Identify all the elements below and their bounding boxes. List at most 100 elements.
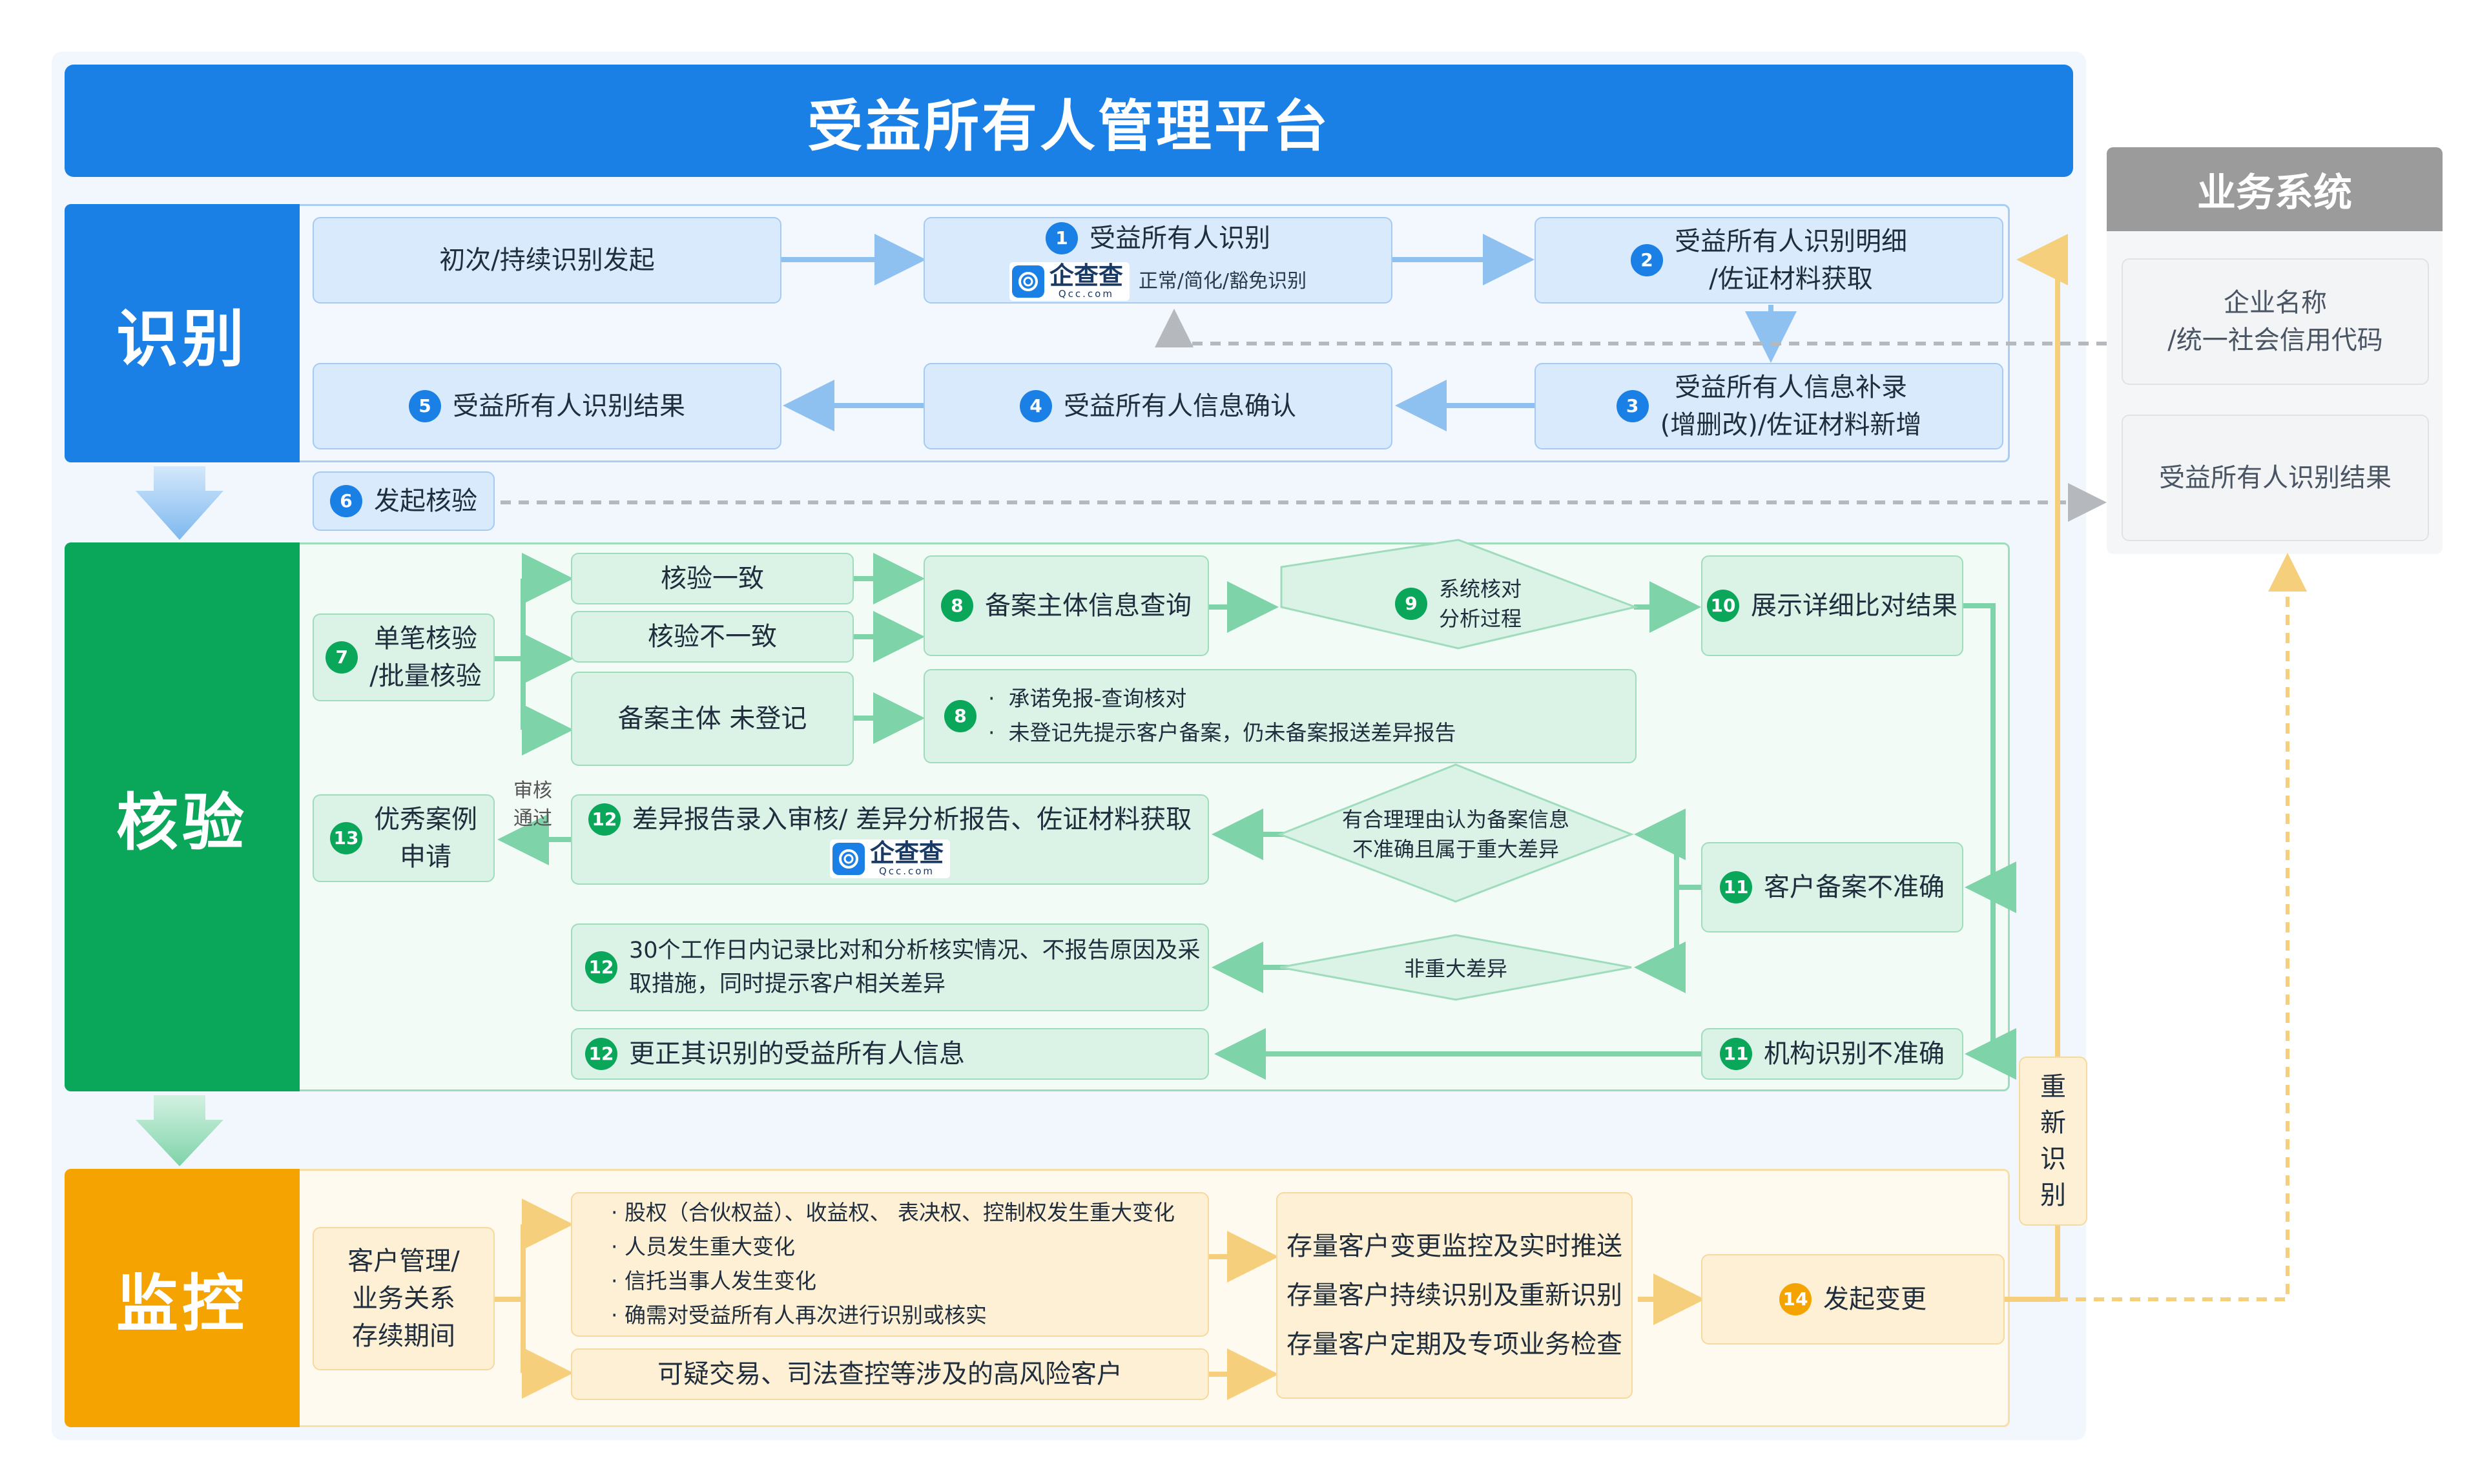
qcc-logo-group: 企查查 Qcc.com 正常/简化/豁免识别	[1009, 262, 1307, 301]
difference-report-label: 差异报告录入审核/ 差异分析报告、佐证材料获取	[632, 805, 1192, 835]
start-verification-box[interactable]: 6 发起核验	[313, 471, 495, 531]
business-identify-result-box: 受益所有人识别结果	[2122, 415, 2429, 541]
section-arrow-verify-to-monitor	[136, 1095, 223, 1166]
identify-step1-label: 受益所有人识别	[1090, 223, 1270, 254]
change-item-3: · 信托当事人发生变化	[611, 1268, 816, 1293]
system-check-line1: 系统核对	[1438, 576, 1522, 601]
re-identify-char-3: 识	[2040, 1144, 2066, 1174]
filing-query-label: 备案主体信息查询	[985, 591, 1192, 621]
business-system-title: 业务系统	[2107, 147, 2443, 231]
qcc-brand-en: Qcc.com	[1058, 288, 1114, 300]
verify-mismatch-box[interactable]: 核验不一致	[571, 611, 854, 663]
decision-diamond-major-difference	[1277, 763, 1635, 903]
single-verify-line2: /批量核验	[369, 661, 482, 691]
thirty-day-line2: 取措施，同时提示客户相关差异	[629, 971, 946, 997]
step-badge-14: 14	[1779, 1283, 1812, 1315]
correct-owner-info-label: 更正其识别的受益所有人信息	[629, 1039, 965, 1069]
re-identify-char-1: 重	[2040, 1072, 2066, 1102]
system-check-diamond-text: 9 系统核对 分析过程	[1281, 562, 1635, 646]
verify-match-box[interactable]: 核验一致	[571, 553, 854, 604]
thirty-day-line1: 30个工作日内记录比对和分析核实情况、不报告原因及采	[629, 937, 1201, 964]
stock-action-2: 存量客户持续识别及重新识别	[1286, 1281, 1622, 1310]
major-difference-diamond-text: 有合理理由认为备案信息 不准确且属于重大差异	[1305, 794, 1607, 874]
step-badge-7: 7	[326, 641, 358, 674]
excellent-case-box[interactable]: 13 优秀案例 申请	[313, 794, 495, 882]
business-company-line2: /统一社会信用代码	[2167, 325, 2383, 355]
exemption-note-2: · 未登记先提示客户备案，仍未备案报送差异报告	[988, 720, 1456, 745]
stock-client-actions-box[interactable]: 存量客户变更监控及实时推送 存量客户持续识别及重新识别 存量客户定期及专项业务检…	[1276, 1192, 1633, 1399]
show-comparison-box[interactable]: 10 展示详细比对结果	[1701, 555, 1963, 656]
client-management-box[interactable]: 客户管理/ 业务关系 存续期间	[313, 1227, 495, 1370]
client-management-line1: 客户管理/	[347, 1246, 460, 1276]
major-change-list-box[interactable]: · 股权（合伙权益）、收益权、 表决权、控制权发生重大变化 · 人员发生重大变化…	[571, 1192, 1209, 1337]
correct-owner-info-box[interactable]: 12 更正其识别的受益所有人信息	[571, 1028, 1209, 1080]
initiate-change-label: 发起变更	[1823, 1284, 1927, 1314]
qcc-brand-cn: 企查查	[1049, 262, 1123, 291]
exemption-notes-box[interactable]: 8 · 承诺免报-查询核对 · 未登记先提示客户备案，仍未备案报送差异报告	[924, 669, 1637, 763]
client-management-line3: 存续期间	[352, 1321, 455, 1351]
step-badge-13: 13	[330, 822, 362, 854]
identify-step3-line2: (增删改)/佐证材料新增	[1660, 410, 1922, 440]
business-company-id-box: 企业名称 /统一社会信用代码	[2122, 258, 2429, 385]
step-badge-8b: 8	[944, 700, 976, 732]
section-label-monitor: 监控	[65, 1169, 300, 1427]
identify-step3-box[interactable]: 3 受益所有人信息补录 (增删改)/佐证材料新增	[1534, 363, 2003, 449]
excellent-case-line2: 申请	[400, 842, 451, 872]
section-label-identify: 识别	[65, 204, 300, 462]
step-badge-12b: 12	[585, 951, 617, 984]
change-item-1: · 股权（合伙权益）、收益权、 表决权、控制权发生重大变化	[611, 1200, 1175, 1226]
identify-step4-box[interactable]: 4 受益所有人信息确认	[924, 363, 1392, 449]
step-badge-6: 6	[330, 485, 362, 517]
customer-filing-inaccurate-box[interactable]: 11 客户备案不准确	[1701, 842, 1963, 933]
approved-label: 审核 通过	[504, 772, 562, 837]
qcc-logo-icon-2	[832, 842, 865, 875]
step-badge-2: 2	[1631, 244, 1663, 276]
step-badge-4: 4	[1020, 390, 1052, 422]
single-batch-verify-box[interactable]: 7 单笔核验 /批量核验	[313, 613, 495, 701]
qcc-brand-en-2: Qcc.com	[878, 865, 935, 878]
section-label-verify: 核验	[65, 542, 300, 1091]
qcc-brand-cn-2: 企查查	[869, 839, 944, 868]
decision-diamond-system-check	[1280, 539, 1639, 650]
high-risk-client-box[interactable]: 可疑交易、司法查控等涉及的高风险客户	[571, 1348, 1209, 1400]
excellent-case-line1: 优秀案例	[374, 805, 477, 834]
re-identify-box[interactable]: 重 新 识 别	[2019, 1056, 2087, 1226]
show-comparison-label: 展示详细比对结果	[1751, 591, 1958, 621]
re-identify-char-4: 别	[2040, 1180, 2066, 1210]
identify-start-box[interactable]: 初次/持续识别发起	[313, 217, 781, 304]
step-badge-1: 1	[1046, 222, 1078, 255]
qcc-logo-icon	[1011, 265, 1044, 298]
qcc-logo-group-2: 企查查 Qcc.com	[829, 839, 950, 878]
step-badge-10: 10	[1707, 590, 1739, 622]
step-badge-11a: 11	[1720, 871, 1752, 903]
customer-filing-inaccurate-label: 客户备案不准确	[1764, 872, 1945, 902]
identify-step2-line2: /佐证材料获取	[1709, 264, 1873, 294]
step-badge-11b: 11	[1720, 1038, 1752, 1070]
section-arrow-identify-to-verify	[136, 466, 223, 540]
business-company-line1: 企业名称	[2224, 288, 2327, 318]
difference-report-box[interactable]: 12 差异报告录入审核/ 差异分析报告、佐证材料获取 企查查 Qcc.com	[571, 794, 1209, 885]
identify-mode-tag: 正常/简化/豁免识别	[1138, 270, 1307, 293]
exemption-note-1: · 承诺免报-查询核对	[988, 686, 1187, 712]
initiate-change-box[interactable]: 14 发起变更	[1701, 1254, 2005, 1345]
page-title: 受益所有人管理平台	[65, 65, 2073, 177]
unregistered-entity-box[interactable]: 备案主体 未登记	[571, 672, 854, 766]
thirty-day-record-box[interactable]: 12 30个工作日内记录比对和分析核实情况、不报告原因及采 取措施，同时提示客户…	[571, 923, 1209, 1011]
step-badge-12a: 12	[588, 803, 621, 836]
single-verify-line1: 单笔核验	[373, 624, 477, 654]
step-badge-3: 3	[1616, 390, 1649, 422]
decision-diamond-minor-difference	[1279, 934, 1632, 1001]
identify-step4-label: 受益所有人信息确认	[1064, 391, 1296, 421]
institution-identify-inaccurate-box[interactable]: 11 机构识别不准确	[1701, 1028, 1963, 1080]
major-difference-line1: 有合理理由认为备案信息	[1341, 807, 1569, 832]
filing-query-box[interactable]: 8 备案主体信息查询	[924, 555, 1209, 656]
start-verification-label: 发起核验	[374, 486, 477, 516]
identify-step5-box[interactable]: 5 受益所有人识别结果	[313, 363, 781, 449]
step-badge-9: 9	[1394, 588, 1427, 620]
identify-step2-box[interactable]: 2 受益所有人识别明细 /佐证材料获取	[1534, 217, 2003, 304]
identify-step1-box[interactable]: 1 受益所有人识别 企查查 Qcc.com 正常/简化/豁免识别	[924, 217, 1392, 304]
identify-step3-line1: 受益所有人信息补录	[1675, 373, 1907, 402]
re-identify-char-2: 新	[2040, 1108, 2066, 1138]
client-management-line2: 业务关系	[352, 1284, 455, 1314]
